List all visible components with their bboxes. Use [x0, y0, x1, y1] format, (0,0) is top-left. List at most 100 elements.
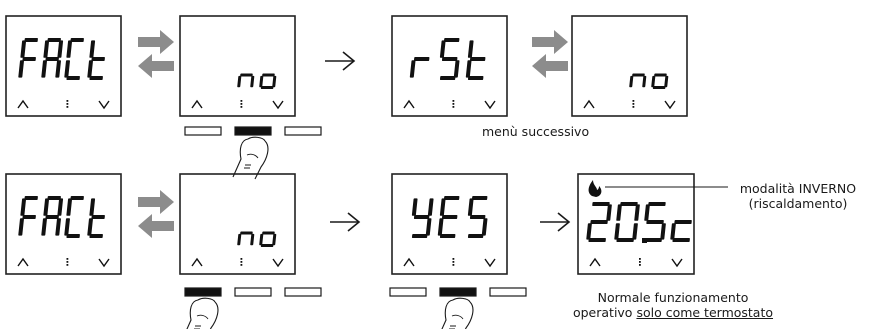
finger-outline [232, 138, 269, 180]
lcd-frame [179, 173, 296, 275]
left-arrow-shape [138, 214, 174, 238]
up-indicator-icon [403, 99, 415, 109]
right-arrow-shape [138, 30, 174, 54]
segment [24, 38, 38, 42]
screen-rst [391, 15, 508, 117]
finger-nail [451, 314, 464, 320]
button-left [184, 287, 222, 297]
next-menu-label: menù successivo [482, 124, 590, 139]
left-right-arrows-icon [138, 30, 174, 78]
normal-operation-label: Normale funzionamento operativo solo com… [548, 290, 798, 320]
segment-char [465, 40, 486, 80]
segment [632, 73, 645, 77]
separator-dot [66, 258, 69, 260]
button-strip [184, 126, 322, 180]
separator-dot [66, 103, 69, 105]
screen-fact [5, 15, 122, 117]
separator-dot [452, 261, 455, 263]
separator-dot [452, 258, 455, 260]
segment [64, 218, 70, 236]
segment [66, 76, 80, 80]
segment [43, 198, 50, 216]
decimal-point [642, 238, 647, 243]
button-center [234, 126, 272, 136]
button-strip [389, 287, 527, 333]
segment [89, 76, 103, 80]
segment [45, 57, 59, 61]
segment [634, 204, 640, 221]
screen-fact-2 [5, 173, 122, 275]
segment-char [670, 220, 692, 242]
segment-char [87, 40, 105, 80]
screen-temperature [577, 173, 695, 275]
winter-mode-line1: modalità INVERNO [739, 181, 857, 196]
lcd-frame [179, 15, 296, 117]
segment [654, 73, 667, 77]
segment [439, 76, 456, 80]
segment-char [237, 73, 255, 88]
segment-char [651, 73, 669, 89]
segment [588, 238, 606, 242]
finger-press-icon [184, 297, 219, 333]
down-indicator-icon [98, 258, 110, 268]
segment [24, 196, 38, 200]
separator-dot [240, 103, 243, 105]
down-indicator-icon [484, 100, 496, 110]
segment-char [409, 57, 430, 78]
down-indicator-icon [484, 258, 496, 268]
segment [260, 244, 274, 247]
segment-char [259, 73, 277, 89]
normal-operation-line2: operativo solo come termostato [548, 305, 798, 320]
segment [262, 73, 275, 77]
segment [260, 86, 274, 89]
up-indicator-icon [191, 257, 203, 267]
segment [670, 223, 676, 240]
separator-dot [452, 106, 455, 108]
left-arrow-shape [138, 54, 174, 78]
segment [66, 234, 80, 238]
segment [91, 57, 105, 61]
segment [262, 231, 275, 235]
segment [70, 196, 84, 200]
segment [237, 233, 242, 246]
lcd-frame [5, 15, 122, 117]
button-left [184, 126, 222, 136]
segment [443, 196, 460, 200]
separator-dot [240, 258, 243, 260]
segment [22, 215, 36, 219]
winter-mode-line2: (riscaldamento) [748, 196, 848, 211]
segment [644, 238, 662, 242]
segment [620, 202, 638, 206]
segment [87, 60, 93, 78]
separator-dot [452, 103, 455, 105]
up-indicator-icon [17, 257, 29, 267]
segment [606, 204, 612, 221]
segment [411, 234, 428, 238]
right-arrow-shape [532, 30, 568, 54]
segment [18, 218, 24, 236]
segment [443, 38, 460, 42]
finger-outline [184, 299, 219, 333]
segment [409, 60, 416, 78]
segment [425, 218, 432, 236]
segment [664, 75, 669, 88]
segment [250, 233, 255, 246]
screen-no [179, 15, 296, 117]
normal-operation-underlined: solo come termostato [636, 305, 774, 320]
segment [66, 198, 73, 216]
segment [439, 198, 446, 216]
separator-dot [632, 106, 635, 108]
button-left [389, 287, 427, 297]
segment [89, 198, 96, 216]
button-right [284, 287, 322, 297]
arrow-head [342, 51, 356, 71]
segment [660, 223, 666, 240]
segment [469, 215, 486, 219]
left-right-arrows-icon [532, 30, 568, 78]
segment [413, 57, 430, 61]
segment [469, 57, 486, 61]
segment [413, 215, 430, 219]
right-arrow-icon [330, 212, 361, 232]
button-right [284, 126, 322, 136]
